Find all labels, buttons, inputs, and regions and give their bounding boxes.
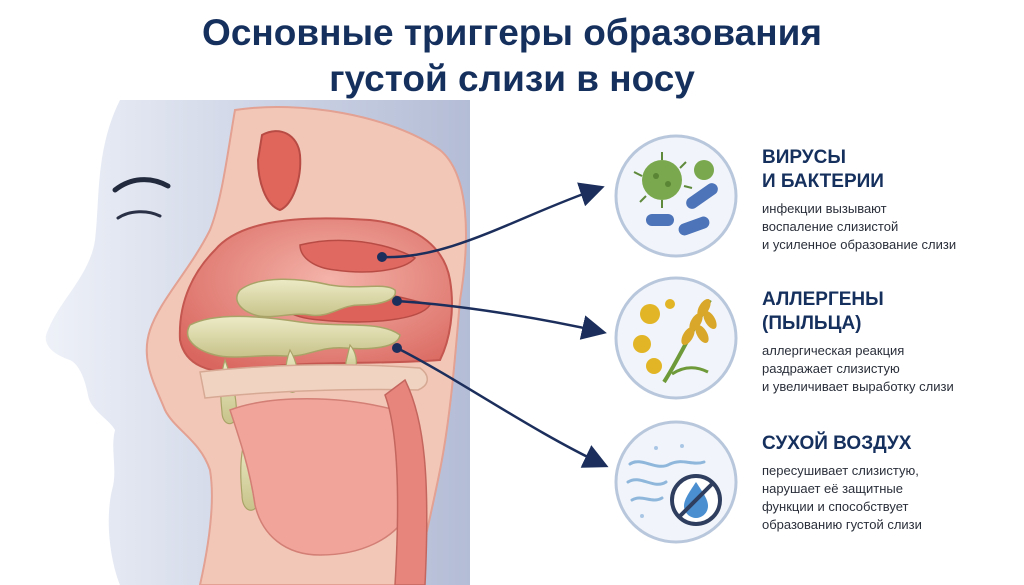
title-line-2: густой слизи в носу (329, 58, 695, 99)
virus-bacteria-icon (614, 134, 738, 258)
trigger-text: АЛЛЕРГЕНЫ (ПЫЛЬЦА) аллергическая реакция… (762, 288, 1012, 396)
throat (384, 378, 428, 585)
trigger-allergens-pollen: АЛЛЕРГЕНЫ (ПЫЛЬЦА) аллергическая реакция… (612, 274, 1012, 404)
pollen-wheat-icon (614, 276, 738, 400)
trigger-name: ВИРУСЫ И БАКТЕРИИ (762, 147, 884, 192)
trigger-description: пересушивает слизистую, нарушает её защи… (762, 463, 922, 532)
frontal-sinus (256, 130, 302, 212)
mucus-upper (236, 278, 396, 318)
arrow-to-allergens (396, 299, 607, 340)
trigger-description: аллергическая реакция раздражает слизист… (762, 343, 954, 394)
arrow-to-dry-air (396, 346, 609, 468)
hard-palate (199, 364, 428, 399)
trigger-name: СУХОЙ ВОЗДУХ (762, 433, 912, 454)
arrow-to-viruses (381, 182, 605, 259)
no-water-drop-icon (614, 420, 738, 544)
trigger-name: АЛЛЕРГЕНЫ (ПЫЛЬЦА) (762, 289, 884, 334)
oral-cavity (229, 398, 416, 556)
mucus-middle (186, 315, 401, 358)
eye (116, 210, 162, 220)
trigger-text: ВИРУСЫ И БАКТЕРИИ инфекции вызывают восп… (762, 146, 1012, 254)
upper-turbinate (299, 239, 417, 273)
trigger-text: СУХОЙ ВОЗДУХ пересушивает слизистую, нар… (762, 432, 1012, 534)
title-line-1: Основные триггеры образования (202, 12, 822, 53)
page-title: Основные триггеры образования густой сли… (0, 10, 1024, 102)
eyebrow (112, 177, 171, 193)
trigger-viruses-bacteria: ВИРУСЫ И БАКТЕРИИ инфекции вызывают восп… (612, 132, 1012, 262)
trigger-dry-air: СУХОЙ ВОЗДУХ пересушивает слизистую, нар… (612, 418, 1012, 548)
trigger-description: инфекции вызывают воспаление слизистой и… (762, 201, 957, 252)
